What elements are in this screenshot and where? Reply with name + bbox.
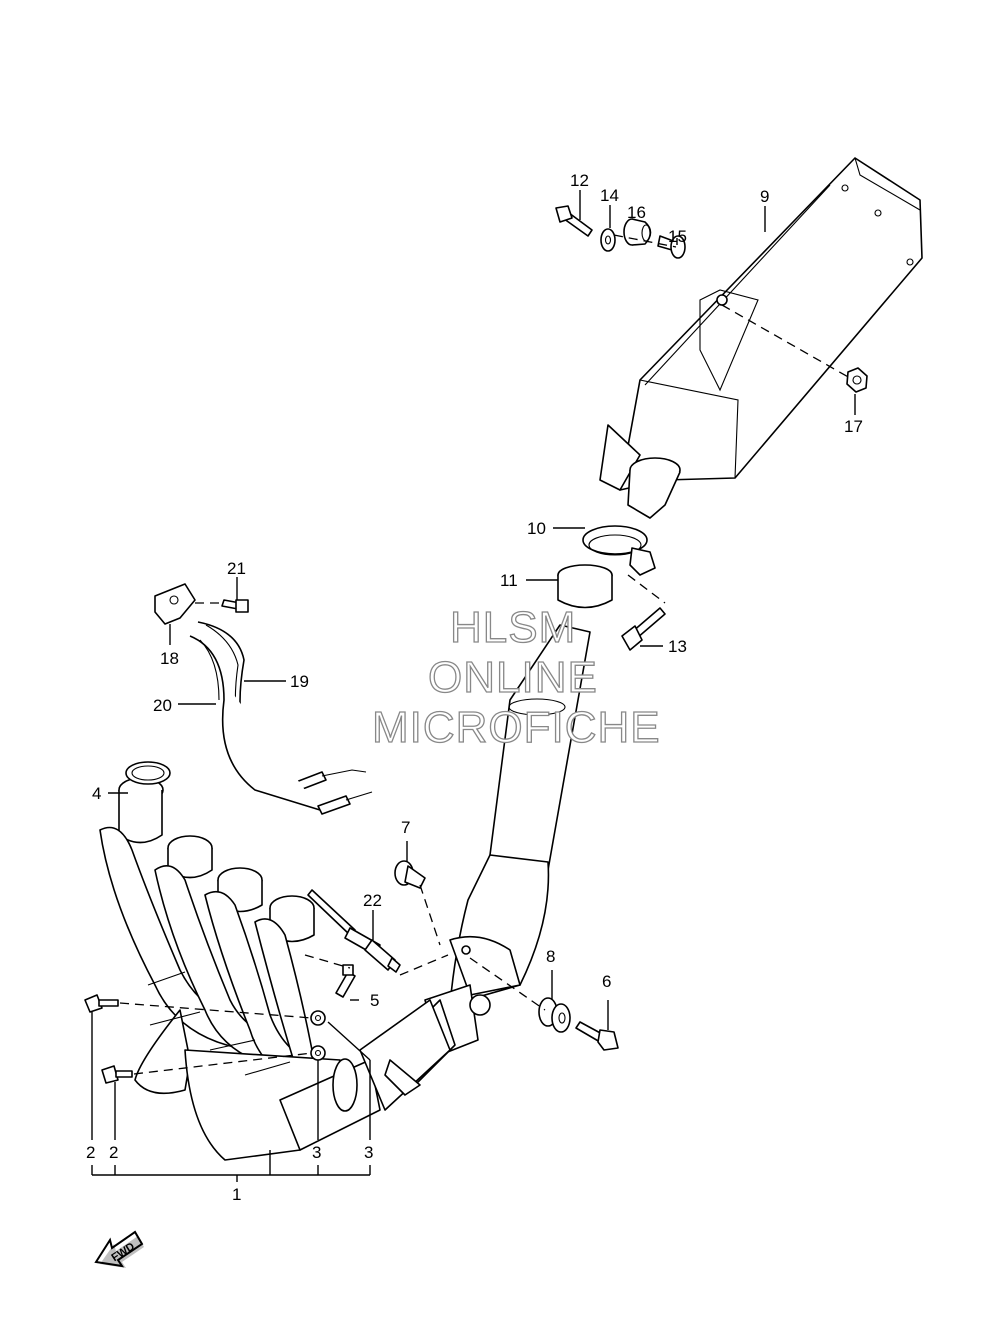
callout-16: 16: [627, 203, 646, 222]
bolt-part-7[interactable]: [394, 860, 426, 889]
muffler-part-9[interactable]: [599, 157, 923, 519]
washer-part-14[interactable]: [600, 228, 616, 252]
watermark-line-1: HLSM: [450, 603, 576, 652]
bolt-part-2-lower[interactable]: [101, 1065, 133, 1084]
bracket-part-18[interactable]: [154, 583, 196, 625]
callout-12: 12: [570, 171, 589, 190]
callout-2-left: 2: [86, 1143, 95, 1162]
callout-4: 4: [92, 784, 101, 803]
bolt-part-6[interactable]: [575, 1021, 619, 1051]
forward-direction-arrow: FWD: [94, 1230, 144, 1268]
gasket-part-11[interactable]: [557, 564, 613, 609]
callout-19: 19: [290, 672, 309, 691]
nut-part-3-lower[interactable]: [310, 1045, 326, 1061]
oxygen-sensor-part-22[interactable]: [307, 889, 401, 973]
callout-9: 9: [760, 187, 769, 206]
bolt-part-2-upper[interactable]: [84, 994, 119, 1013]
bolt-part-12[interactable]: [555, 205, 593, 237]
callout-3-left: 3: [312, 1143, 321, 1162]
callout-21: 21: [227, 559, 246, 578]
callout-18: 18: [160, 649, 179, 668]
clamp-part-10[interactable]: [582, 525, 656, 576]
watermark-line-2: ONLINE: [428, 653, 598, 702]
nut-part-3-upper[interactable]: [310, 1010, 326, 1026]
callout-6: 6: [602, 972, 611, 991]
nut-part-17[interactable]: [846, 367, 868, 393]
bolt-part-5[interactable]: [335, 964, 356, 998]
callout-labels: 1 2 2 3 3 4 5 6 7 8 9 10 11 12 13 14 15 …: [86, 171, 863, 1204]
watermark: HLSM ONLINE MICROFICHE: [371, 602, 661, 752]
callout-13: 13: [668, 637, 687, 656]
callout-2-right: 2: [109, 1143, 118, 1162]
rubber-cushion-part-16[interactable]: [623, 218, 652, 246]
callout-14: 14: [600, 186, 619, 205]
callout-3-right: 3: [364, 1143, 373, 1162]
callout-8: 8: [546, 947, 555, 966]
callout-1: 1: [232, 1185, 241, 1204]
collar-part-15[interactable]: [657, 235, 686, 259]
gasket-part-4[interactable]: [125, 761, 171, 785]
callout-22: 22: [363, 891, 382, 910]
bolt-part-21[interactable]: [221, 599, 249, 613]
callout-7: 7: [401, 818, 410, 837]
bolt-part-13[interactable]: [621, 607, 666, 651]
watermark-line-3: MICROFICHE: [372, 703, 661, 752]
leader-lines: [91, 190, 856, 1182]
callout-10: 10: [527, 519, 546, 538]
cable-part-20[interactable]: [189, 635, 373, 815]
callout-11: 11: [500, 571, 518, 590]
callout-15: 15: [668, 227, 687, 246]
rubber-cushion-part-8[interactable]: [538, 997, 571, 1033]
callout-20: 20: [153, 696, 172, 715]
exhaust-header-part-1[interactable]: [99, 777, 451, 1161]
callout-17: 17: [844, 417, 863, 436]
callout-5: 5: [370, 991, 379, 1010]
